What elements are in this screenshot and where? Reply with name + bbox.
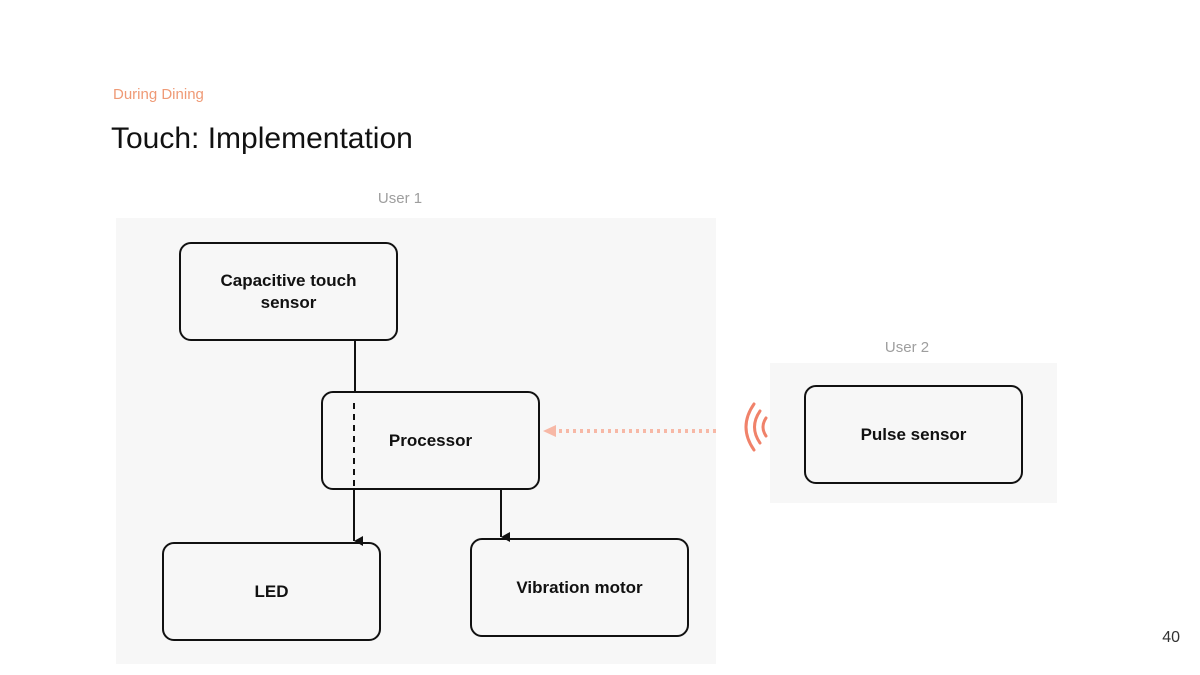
led-label: LED [254,581,289,601]
touch-sensor-label: Capacitive touch sensor [220,270,357,312]
user1-label: User 1 [377,190,423,207]
pulse-signal-arrowhead [543,425,556,437]
page-number: 40 [1162,629,1180,646]
vibration-motor-label: Vibration motor [516,577,643,597]
vibration-motor-node: Vibration motor [470,538,689,637]
user2-label: User 2 [884,339,930,356]
processor-node: Processor [321,391,540,490]
section-eyebrow: During Dining [113,86,204,103]
led-node: LED [162,542,381,641]
pulse-sensor-node: Pulse sensor [804,385,1023,484]
processor-label: Processor [388,430,473,450]
pulse-sensor-label: Pulse sensor [860,424,967,444]
wireless-signal-icon [744,402,768,452]
touch-sensor-node: Capacitive touch sensor [179,242,398,341]
page-title: Touch: Implementation [111,122,413,155]
